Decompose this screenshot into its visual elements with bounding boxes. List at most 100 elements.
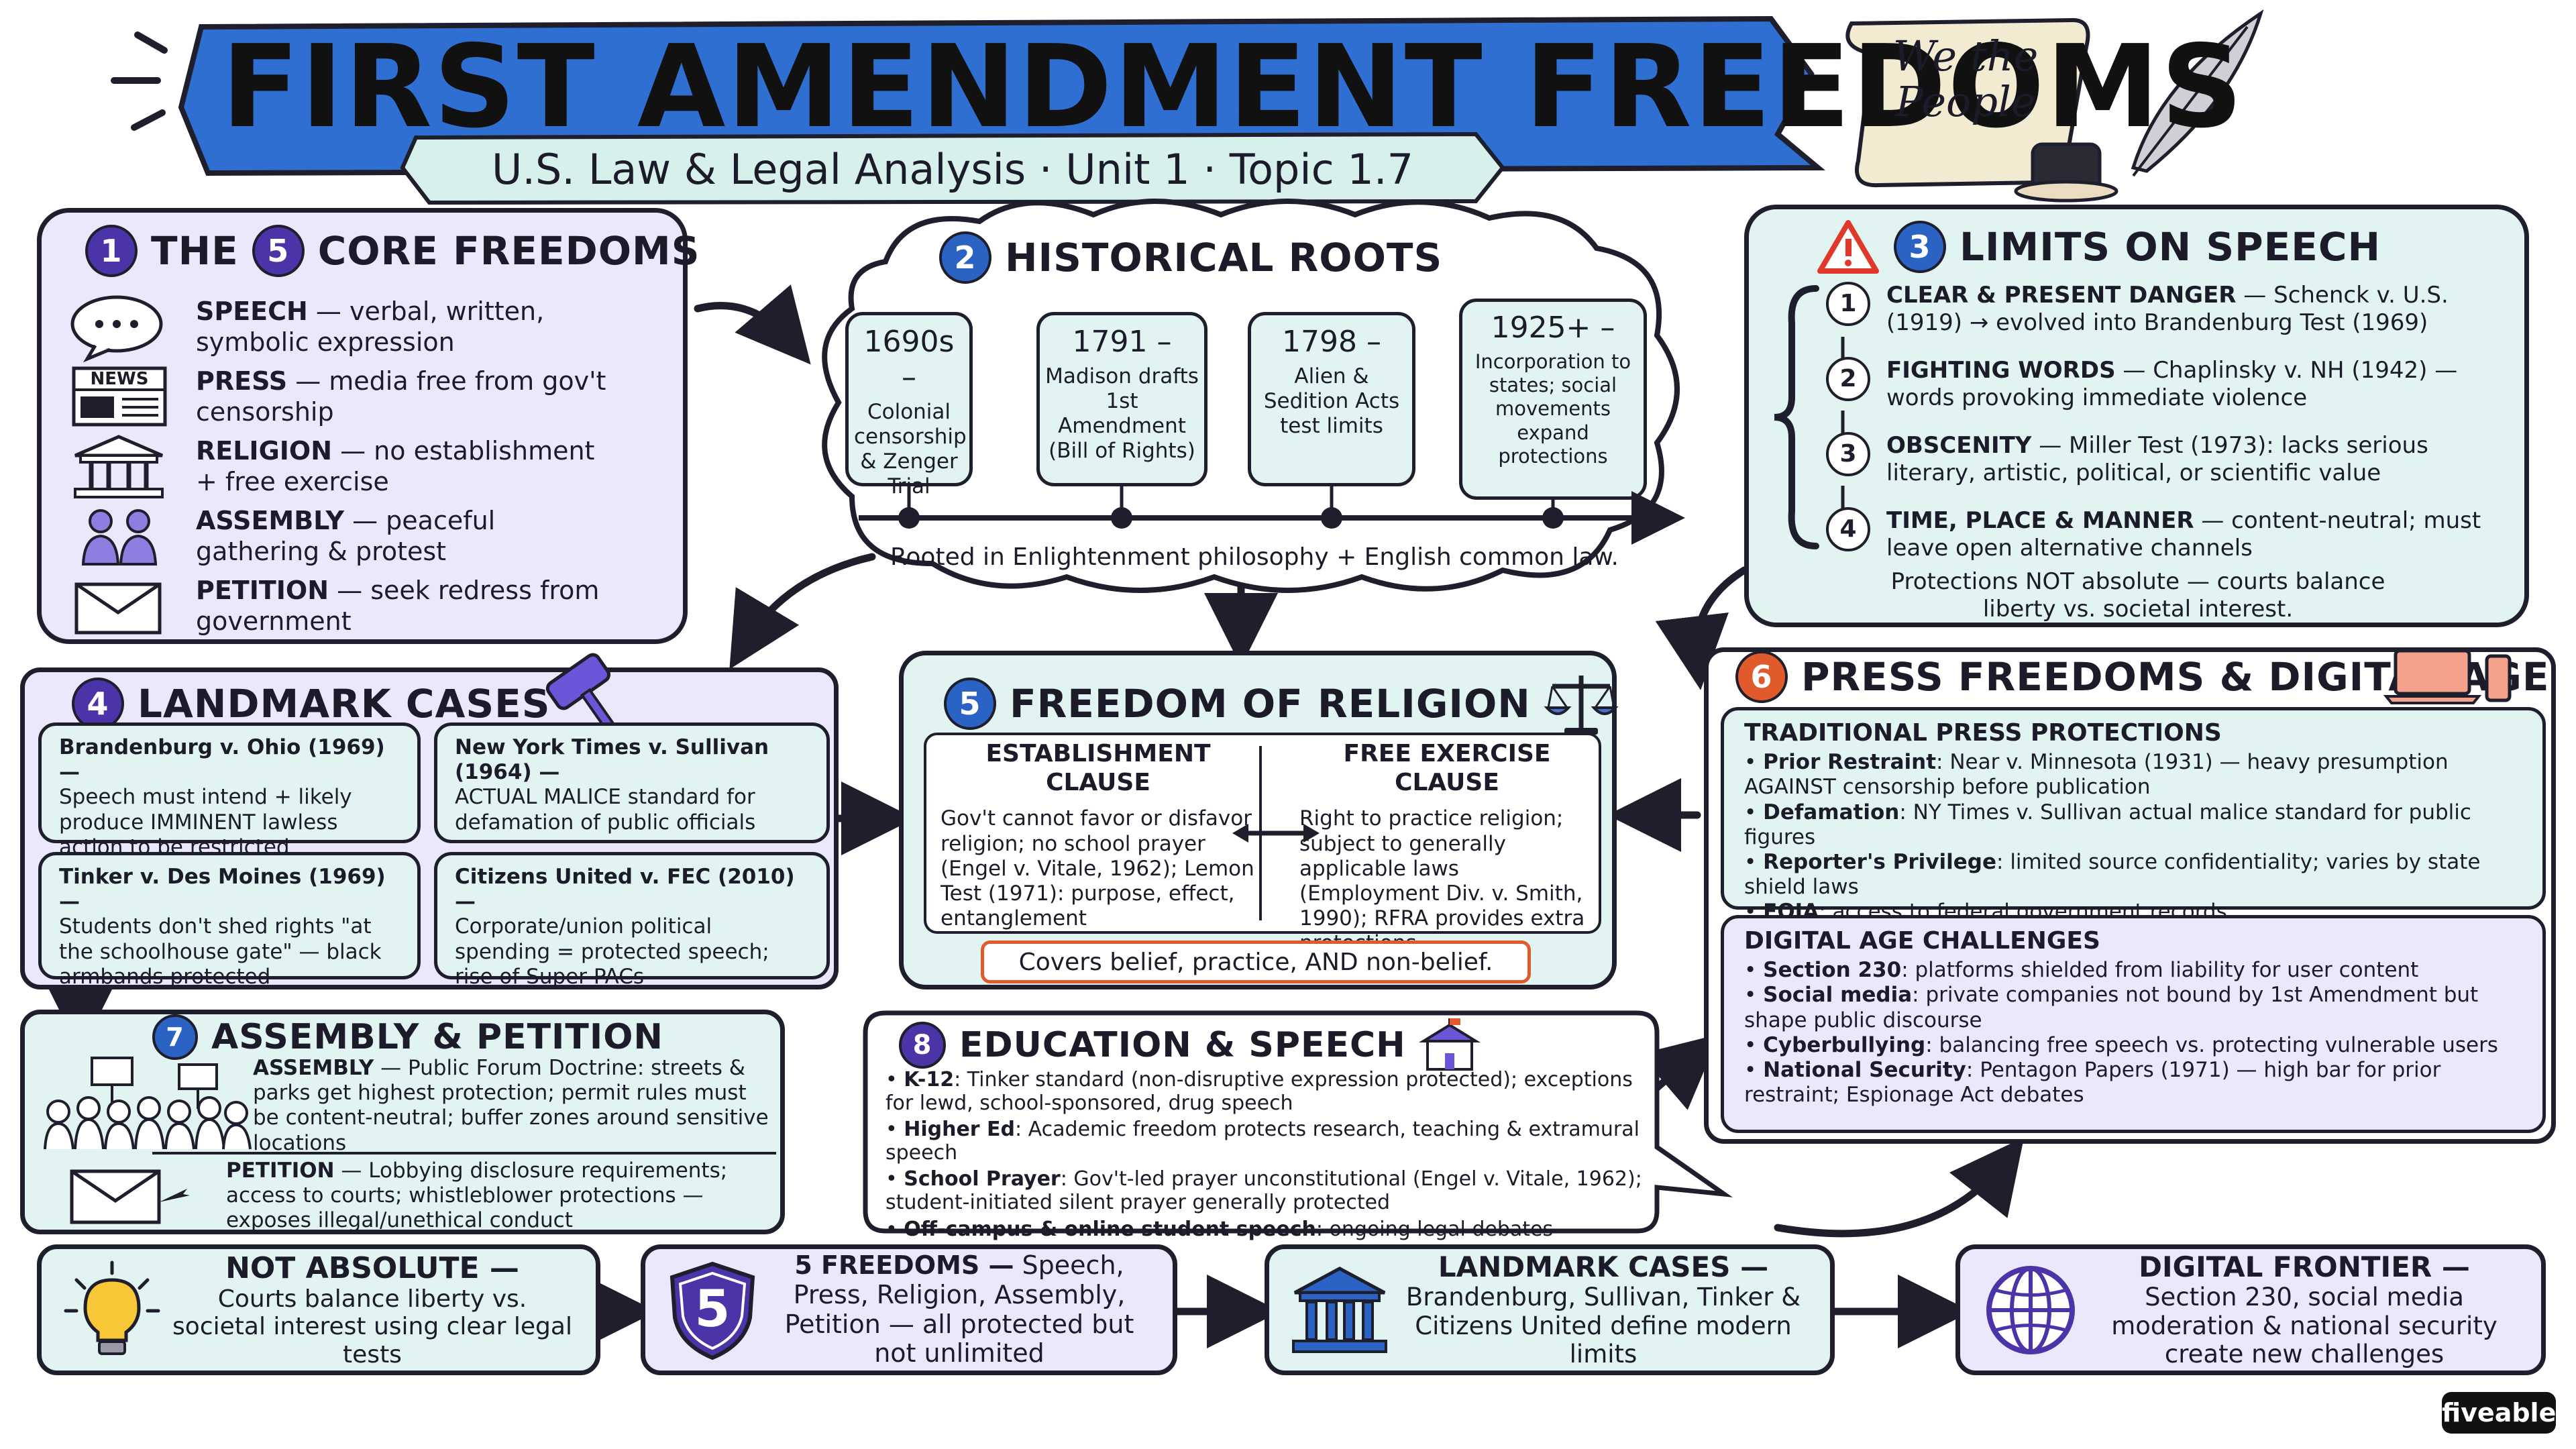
- timeline-desc: Incorporation to states; social movement…: [1474, 350, 1631, 468]
- digital-age-title: DIGITAL AGE CHALLENGES: [1744, 927, 2100, 955]
- education-title: 8 EDUCATION & SPEECH: [899, 1018, 1481, 1072]
- header-decor: [111, 9, 2264, 205]
- core-item-desc: — seek redress from government: [196, 575, 600, 636]
- education-title-text: EDUCATION & SPEECH: [959, 1025, 1406, 1065]
- limits-brace: [1774, 285, 1819, 549]
- section-number-6: 6: [1735, 651, 1788, 703]
- assembly-text: ASSEMBLY — Public Forum Doctrine: street…: [253, 1056, 776, 1156]
- page-title: FIRST AMENDMENT FREEDOMS: [221, 21, 2245, 154]
- assembly-title-text: ASSEMBLY & PETITION: [211, 1017, 663, 1057]
- religion-panel: 5 FREEDOM OF RELIGION ESTABLISHMENT CLAU…: [899, 651, 1619, 989]
- case-name: Tinker v. Des Moines (1969) —: [59, 865, 386, 914]
- summary-title: DIGITAL FRONTIER —: [2139, 1250, 2470, 1284]
- press-bullet: • Defamation: NY Times v. Sullivan actua…: [1744, 800, 2471, 849]
- landmark-cases-panel: 4 LANDMARK CASES Brandenburg v. Ohio (19…: [20, 653, 839, 989]
- scroll-text: We the People: [1872, 33, 2059, 127]
- courthouse-icon: [1292, 1266, 1387, 1353]
- limit-desc: — Miller Test (1973): lacks serious lite…: [1886, 432, 2428, 486]
- limit-number: 1: [1826, 282, 1870, 326]
- timeline-card-1798: 1798 – Alien & Sedition Acts test limits: [1248, 312, 1415, 486]
- establishment-body: Gov't cannot favor or disfavor religion;…: [941, 806, 1254, 931]
- education-bullet: • K-12: Tinker standard (non-disruptive …: [885, 1068, 1633, 1116]
- core-freedoms-panel: 1 THE 5 CORE FREEDOMS SPEECH — verbal, w…: [37, 208, 700, 644]
- core-item-name: SPEECH: [196, 296, 308, 326]
- limit-number: 3: [1826, 432, 1870, 476]
- education-bullet: • Higher Ed: Academic freedom protects r…: [885, 1118, 1640, 1165]
- establishment-clause: ESTABLISHMENT CLAUSE Gov't cannot favor …: [941, 739, 1256, 931]
- sparkle-icon: [111, 32, 168, 131]
- core-item-assembly: ASSEMBLY — peaceful gathering & protest: [68, 501, 656, 571]
- petition-envelope-icon: [70, 1169, 190, 1224]
- page-subtitle: U.S. Law & Legal Analysis · Unit 1 · Top…: [491, 145, 1414, 194]
- petition-name: PETITION: [226, 1159, 335, 1183]
- scroll-icon: [1845, 17, 2090, 188]
- free-exercise-clause: FREE EXERCISE CLAUSE Right to practice r…: [1299, 739, 1595, 957]
- digital-bullet: • Social media: private companies not bo…: [1744, 983, 2479, 1032]
- envelope-icon: [74, 582, 162, 635]
- limit-name: TIME, PLACE & MANNER: [1886, 507, 2194, 534]
- timeline-year: 1791 –: [1072, 325, 1172, 359]
- digital-bullet: • Section 230: platforms shielded from l…: [1744, 958, 2419, 983]
- establishment-title: ESTABLISHMENT CLAUSE: [985, 740, 1211, 797]
- core-item-name: RELIGION: [196, 435, 333, 466]
- summary-card-landmark-cases: LANDMARK CASES — Brandenburg, Sullivan, …: [1265, 1244, 1835, 1375]
- education-list: • K-12: Tinker standard (non-disruptive …: [885, 1068, 1644, 1241]
- news-label: NEWS: [90, 369, 149, 389]
- summary-body: Brandenburg, Sullivan, Tinker & Citizens…: [1405, 1283, 1801, 1369]
- core-item-desc: — no establishment + free exercise: [196, 435, 595, 496]
- limits-title-text: LIMITS ON SPEECH: [1960, 224, 2381, 270]
- timeline-year: 1925+ –: [1491, 311, 1615, 345]
- summary-card-5-freedoms: 5 5 FREEDOMS — Speech, Press, Religion, …: [641, 1244, 1177, 1375]
- timeline-axis: [859, 486, 1685, 545]
- history-caption: Rooted in Enlightenment philosophy + Eng…: [890, 543, 1619, 571]
- cases-title: 4 LANDMARK CASES: [72, 678, 551, 730]
- core-item-name: PRESS: [196, 366, 288, 396]
- religion-title: 5 FREEDOM OF RELIGION: [944, 670, 1619, 737]
- press-digital-panel: 6 PRESS FREEDOMS & DIGITAL AGE TRADITION…: [1704, 647, 2556, 1144]
- limit-number: 4: [1826, 507, 1870, 551]
- limit-name: CLEAR & PRESENT DANGER: [1886, 282, 2237, 309]
- history-title: 2 HISTORICAL ROOTS: [939, 231, 1442, 284]
- summary-title: LANDMARK CASES —: [1438, 1250, 1769, 1284]
- summary-body: Section 230, social media moderation & n…: [2111, 1283, 2498, 1369]
- speech-bubble-icon: [70, 295, 163, 363]
- scroll-text-line2: People: [1895, 77, 2036, 127]
- case-desc: ACTUAL MALICE standard for defamation of…: [455, 785, 756, 835]
- timeline-year: 1690s –: [863, 325, 955, 394]
- education-panel: 8 EDUCATION & SPEECH • K-12: Tinker stan…: [859, 1006, 1664, 1241]
- limit-item-time-place-manner: 4 TIME, PLACE & MANNER — content-neutral…: [1826, 507, 2504, 582]
- limit-name: FIGHTING WORDS: [1886, 357, 2116, 384]
- people-icon: [81, 509, 158, 566]
- assembly-name: ASSEMBLY: [253, 1056, 374, 1080]
- summary-title: 5 FREEDOMS —: [794, 1250, 1014, 1281]
- petition-desc: — Lobbying disclosure requirements; acce…: [226, 1159, 728, 1233]
- laptop-phone-icon: [2383, 649, 2512, 704]
- shield-icon: 5: [665, 1260, 759, 1360]
- warning-icon: [1817, 220, 1879, 274]
- timeline-year: 1798 –: [1282, 325, 1381, 359]
- case-desc: Students don't shed rights "at the schoo…: [59, 914, 382, 989]
- shield-number: 5: [694, 1278, 731, 1338]
- limit-name: OBSCENITY: [1886, 432, 2032, 459]
- core-item-desc: — verbal, written, symbolic expression: [196, 296, 545, 357]
- section-number-4: 4: [72, 678, 124, 730]
- assembly-divider: [152, 1152, 776, 1155]
- core-freedoms-title: 1 THE 5 CORE FREEDOMS: [85, 225, 700, 277]
- section-number-7: 7: [152, 1014, 198, 1060]
- timeline-desc: Colonial censorship & Zenger Trial: [854, 399, 967, 499]
- section-number-2: 2: [939, 231, 991, 284]
- fiveable-logo: fiveable: [2442, 1392, 2556, 1434]
- traditional-press-title: TRADITIONAL PRESS PROTECTIONS: [1744, 719, 2222, 747]
- core-item-speech: SPEECH — verbal, written, symbolic expre…: [68, 292, 656, 363]
- limit-desc: — Chaplinsky v. NH (1942) — words provok…: [1886, 357, 2458, 411]
- case-desc: Speech must intend + likely produce IMMI…: [59, 785, 352, 859]
- arrow-core-to-history: [694, 284, 811, 365]
- religion-footer: Covers belief, practice, AND non-belief.: [981, 941, 1531, 983]
- education-bubble-shape: [863, 1010, 1733, 1234]
- timeline-desc: Alien & Sedition Acts test limits: [1263, 364, 1400, 439]
- case-card-nyt-sullivan: New York Times v. Sullivan (1964) — ACTU…: [434, 722, 830, 843]
- core-item-name: PETITION: [196, 575, 329, 605]
- core-item-press: NEWS PRESS — media free from gov't censo…: [68, 362, 656, 431]
- digital-bullet: • National Security: Pentagon Papers (19…: [1744, 1057, 2441, 1108]
- section-number-5: 5: [944, 678, 996, 730]
